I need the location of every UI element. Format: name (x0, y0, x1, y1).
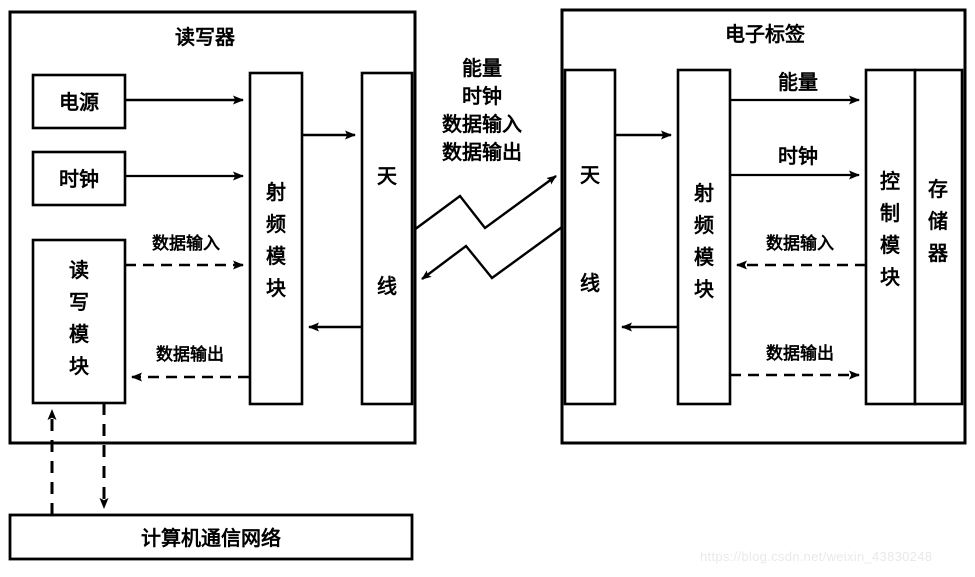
tag-rf-char-1: 射 (693, 181, 714, 205)
tag-antenna-block: 天 线 (563, 68, 617, 406)
air-interface-labels: 能量 时钟 数据输入 数据输出 (442, 56, 522, 164)
watermark: https://blog.csdn.net/weixin_43830248 (700, 549, 933, 564)
reader-rf-char-2: 频 (266, 212, 286, 236)
tag-control-char-3: 模 (880, 233, 901, 257)
wireless-link-forward (413, 175, 557, 231)
reader-rw-char-3: 模 (69, 322, 90, 346)
reader-data-in-label: 数据输入 (152, 233, 220, 254)
tag-rf-module-block: 射 频 模 块 (676, 68, 732, 406)
tag-control-char-1: 控 (880, 169, 900, 193)
reader-antenna-block: 天 线 (360, 71, 414, 406)
tag-memory-block: 存 储 器 (913, 68, 964, 406)
tag-memory-char-1: 存 (928, 177, 948, 201)
tag-data-out-label: 数据输出 (766, 343, 834, 364)
reader-clock-block: 时钟 (31, 150, 127, 207)
tag-memory-char-3: 器 (927, 241, 949, 265)
tag-memory-char-2: 储 (928, 209, 948, 233)
reader-antenna-char-1: 天 (377, 164, 398, 188)
tag-rf-char-3: 模 (694, 245, 715, 269)
air-label-data-in: 数据输入 (442, 112, 522, 136)
reader-rw-module-block: 读 写 模 块 (31, 238, 127, 405)
wireless-link-reverse (421, 226, 563, 280)
reader-rf-module-block: 射 频 模 块 (248, 71, 304, 406)
air-label-clock: 时钟 (462, 84, 502, 108)
tag-antenna-char-1: 天 (580, 163, 601, 187)
reader-rf-char-3: 模 (266, 244, 287, 268)
reader-rf-char-1: 射 (265, 180, 286, 204)
tag-control-module-block: 控 制 模 块 (864, 68, 917, 406)
tag-clock-label: 时钟 (778, 144, 818, 168)
reader-panel-title: 读写器 (175, 25, 236, 49)
tag-energy-label: 能量 (778, 70, 818, 94)
tag-data-in-label: 数据输入 (766, 233, 834, 254)
network-block: 计算机通信网络 (8, 513, 414, 561)
reader-data-out-label: 数据输出 (156, 344, 224, 365)
reader-clock-label: 时钟 (59, 167, 99, 191)
reader-rw-char-4: 块 (69, 354, 90, 378)
tag-rf-char-4: 块 (694, 277, 715, 301)
tag-control-char-2: 制 (880, 201, 900, 225)
reader-rw-char-2: 写 (69, 290, 89, 314)
tag-rf-char-2: 频 (694, 213, 714, 237)
tag-control-char-4: 块 (880, 265, 901, 289)
reader-power-block: 电源 (31, 73, 127, 130)
reader-rf-char-4: 块 (266, 276, 287, 300)
air-label-data-out: 数据输出 (442, 140, 522, 164)
tag-panel-title: 电子标签 (725, 22, 806, 46)
network-label: 计算机通信网络 (141, 526, 281, 550)
air-label-energy: 能量 (462, 56, 502, 80)
reader-antenna-char-2: 线 (377, 274, 397, 298)
tag-antenna-char-2: 线 (580, 271, 600, 295)
reader-rw-char-1: 读 (69, 258, 89, 282)
reader-power-label: 电源 (59, 90, 99, 114)
